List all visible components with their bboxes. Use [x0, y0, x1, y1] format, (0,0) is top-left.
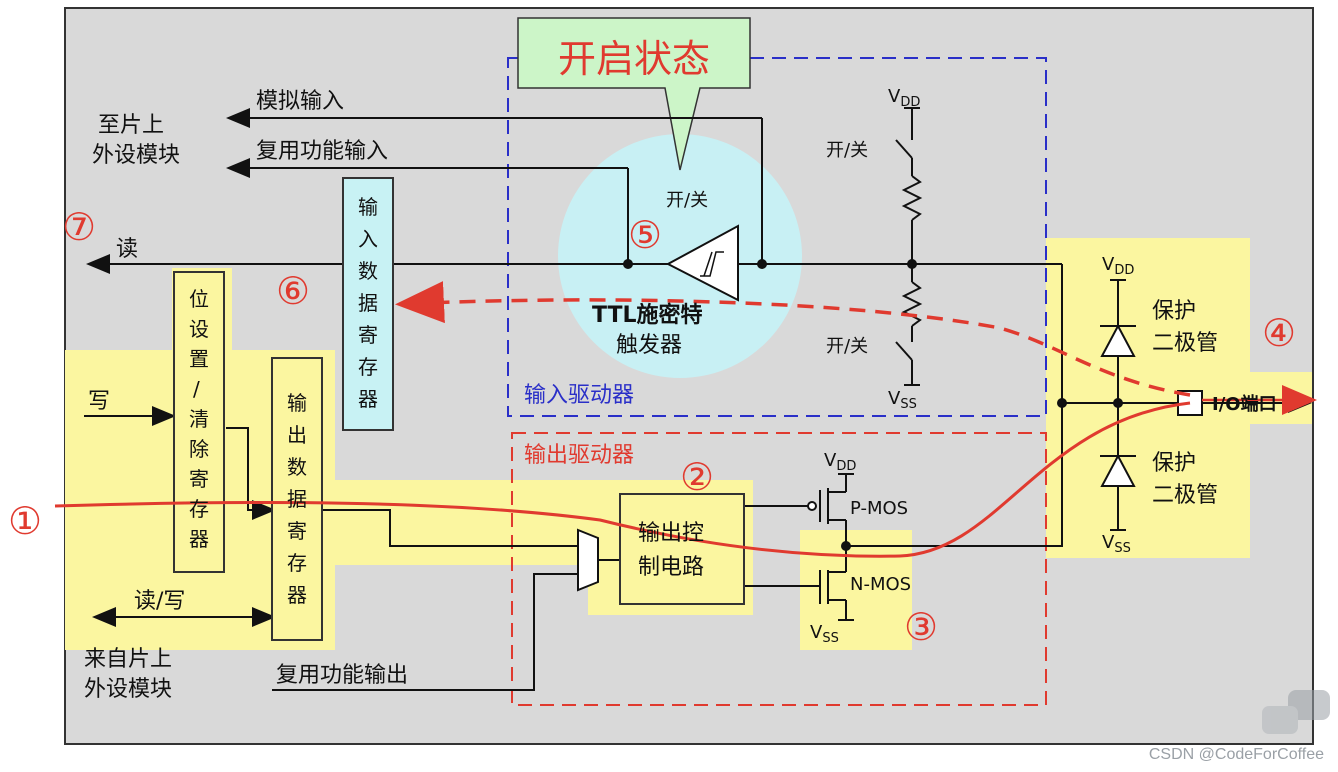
- status-callout: [517, 17, 751, 171]
- svg-text:VDD: VDD: [824, 450, 856, 474]
- svg-text:寄: 寄: [358, 323, 378, 347]
- analog-input-label: 模拟输入: [256, 89, 344, 114]
- protection-diode-bottom-label-1: 保护: [1152, 451, 1196, 476]
- wires: [84, 107, 1312, 691]
- output-driver-box: [511, 432, 1047, 706]
- read-write-label: 读/写: [134, 589, 185, 614]
- svg-text:据: 据: [358, 291, 378, 315]
- read-label: 读: [116, 237, 138, 262]
- svg-text:器: 器: [287, 583, 307, 607]
- svg-text:/: /: [193, 377, 200, 401]
- output-driver-label: 输出驱动器: [524, 443, 634, 468]
- pmos-label: P-MOS: [850, 498, 908, 519]
- from-peripheral-label-1: 来自片上: [84, 647, 172, 672]
- marker-1: ①: [8, 499, 42, 543]
- svg-text:清: 清: [189, 407, 209, 431]
- io-port-label: I/O端口: [1212, 394, 1277, 415]
- marker-5: ⑤: [628, 213, 662, 257]
- supply-labels: VDD VSS VDD VSS VDD VSS: [810, 86, 1134, 646]
- mux-icon: [577, 528, 599, 592]
- output-control-label-2: 制电路: [638, 555, 704, 580]
- svg-text:VSS: VSS: [888, 388, 917, 412]
- output-control-circuit: [619, 493, 745, 605]
- svg-text:入: 入: [358, 227, 378, 251]
- input-data-register: [342, 177, 394, 431]
- status-callout-text: 开启状态: [558, 37, 710, 81]
- marker-6: ⑥: [276, 269, 310, 313]
- protection-diode-top-label-1: 保护: [1152, 299, 1196, 324]
- output-control-label-1: 输出控: [638, 521, 704, 546]
- svg-text:器: 器: [189, 527, 209, 551]
- svg-text:数: 数: [358, 259, 378, 283]
- schmitt-label-1: TTL施密特: [592, 302, 703, 328]
- input-data-register-text: 输 入 数 据 寄 存 器: [358, 195, 378, 411]
- bit-set-reset-register: [173, 271, 225, 573]
- alt-function-output-label: 复用功能输出: [276, 663, 408, 688]
- output-data-register-text: 输 出 数 据 寄 存 器: [287, 391, 307, 607]
- chat-icon: [1262, 690, 1330, 734]
- input-driver-box: [507, 57, 1047, 417]
- schmitt-highlight: [558, 134, 802, 378]
- input-driver-label: 输入驱动器: [524, 383, 634, 408]
- marker-3: ③: [904, 605, 938, 649]
- svg-text:置: 置: [189, 347, 209, 371]
- alt-function-input-label: 复用功能输入: [256, 139, 388, 164]
- svg-text:出: 出: [287, 423, 307, 447]
- bit-set-reset-register-text: 位 设 置 / 清 除 寄 存 器: [189, 287, 209, 551]
- nmos-label: N-MOS: [850, 574, 911, 595]
- to-peripheral-label-2: 外设模块: [92, 143, 180, 168]
- protection-diode-bottom-icon: [1100, 453, 1136, 487]
- protection-diode-top-label-2: 二极管: [1152, 331, 1218, 356]
- svg-text:据: 据: [287, 487, 307, 511]
- output-data-register: [271, 357, 323, 641]
- svg-text:VSS: VSS: [810, 622, 839, 646]
- marker-7: ⑦: [62, 205, 96, 249]
- svg-text:VDD: VDD: [1102, 254, 1134, 278]
- bottom-switch-label: 开/关: [826, 336, 868, 357]
- svg-text:数: 数: [287, 455, 307, 479]
- write-label: 写: [88, 389, 110, 414]
- svg-text:输: 输: [287, 391, 307, 415]
- protection-diode-top-icon: [1100, 323, 1136, 357]
- to-peripheral-label-1: 至片上: [98, 113, 164, 138]
- top-switch-label: 开/关: [826, 140, 868, 161]
- svg-text:VDD: VDD: [888, 86, 920, 110]
- svg-text:输: 输: [358, 195, 378, 219]
- marker-2: ②: [680, 455, 714, 499]
- watermark: CSDN @CodeForCoffee: [1148, 746, 1324, 763]
- svg-text:位: 位: [189, 287, 209, 311]
- svg-text:除: 除: [189, 437, 209, 461]
- svg-text:器: 器: [358, 387, 378, 411]
- svg-text:寄: 寄: [189, 467, 209, 491]
- svg-text:VSS: VSS: [1102, 532, 1131, 556]
- svg-text:寄: 寄: [287, 519, 307, 543]
- schmitt-switch-label: 开/关: [666, 190, 708, 211]
- schmitt-trigger-icon: [665, 224, 739, 302]
- from-peripheral-label-2: 外设模块: [84, 677, 172, 702]
- output-path: [54, 401, 1191, 558]
- schmitt-label-2: 触发器: [616, 333, 682, 358]
- svg-text:存: 存: [189, 497, 209, 521]
- svg-text:设: 设: [189, 317, 209, 341]
- protection-diode-bottom-label-2: 二极管: [1152, 483, 1218, 508]
- svg-text:存: 存: [287, 551, 307, 575]
- svg-text:存: 存: [358, 355, 378, 379]
- marker-4: ④: [1262, 311, 1296, 355]
